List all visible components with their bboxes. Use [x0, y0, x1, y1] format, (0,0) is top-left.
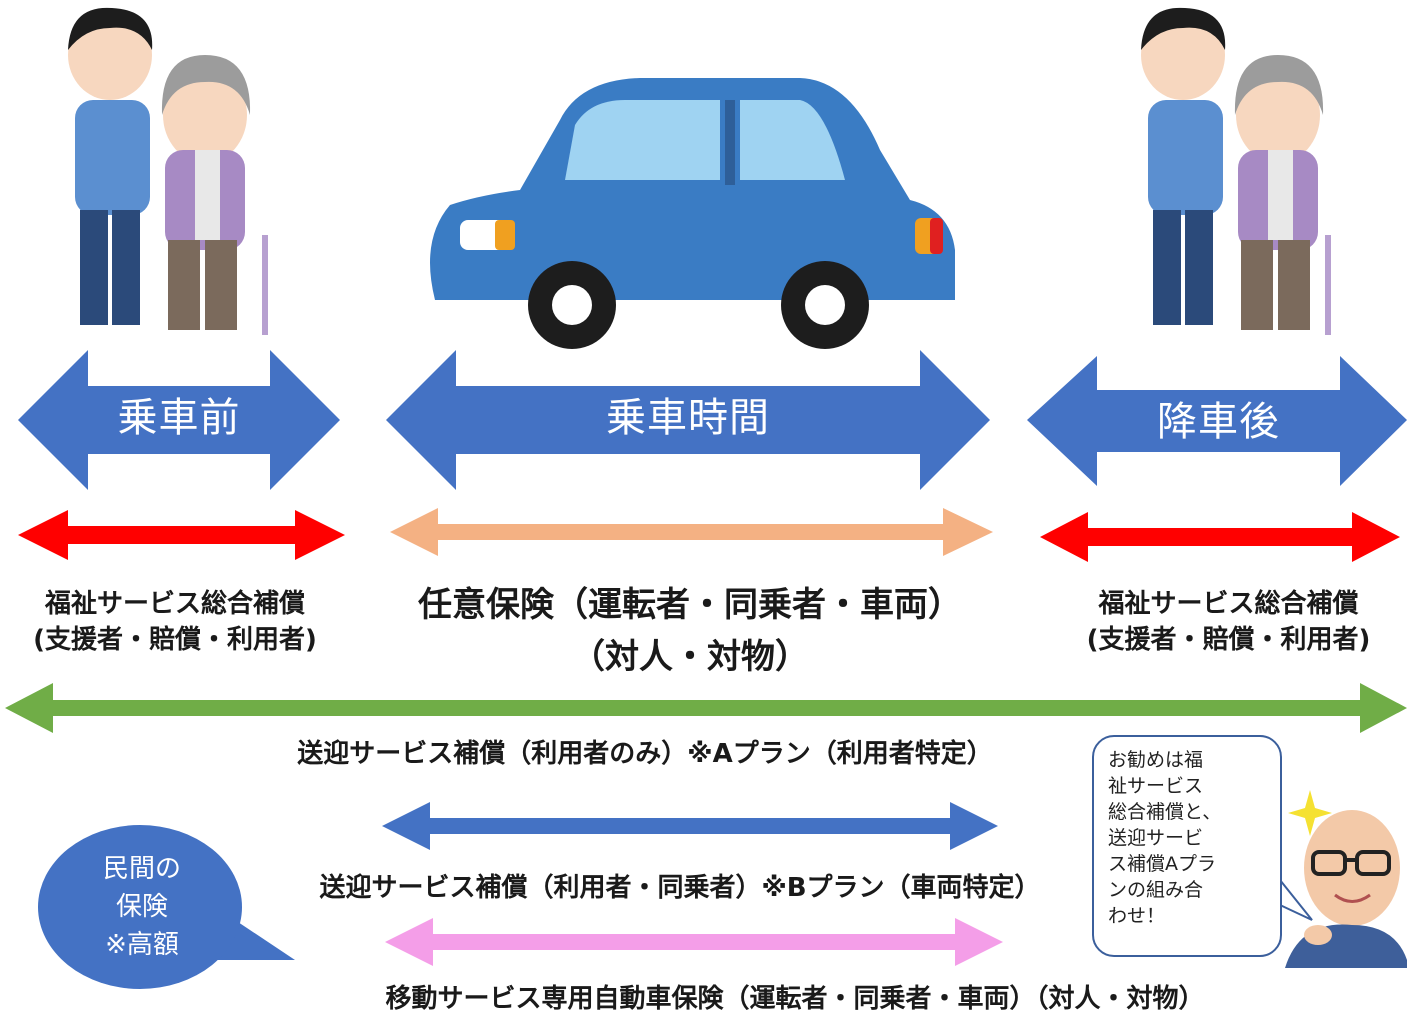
coverage-center-line2: （対人・対物） — [571, 637, 809, 677]
recommendation-callout: お勧めは福 祉サービス 総合補償と、 送迎サービ ス補償Aプラ ンの組み合 わせ… — [1092, 735, 1282, 957]
bubble-text: 民間の 保険 ※高額 — [62, 850, 222, 964]
red-double-arrow-left — [18, 510, 345, 560]
caregiver-elderly-illustration-left — [68, 7, 268, 335]
green-double-arrow-full — [5, 683, 1407, 733]
phase-label-before: 乗車前 — [117, 395, 241, 441]
recommendation-line-7: わせ！ — [1108, 905, 1166, 927]
recommendation-line-2: 祉サービス — [1108, 775, 1204, 797]
phase-arrow-after — [1027, 356, 1407, 486]
plan-a-label: 送迎サービス補償（利用者のみ）※Aプラン（利用者特定） — [297, 739, 993, 769]
recommendation-line-1: お勧めは福 — [1108, 749, 1204, 771]
callout-tail — [1279, 879, 1313, 921]
blue-double-arrow-plan-b — [382, 802, 998, 850]
coverage-left-line1: 福祉サービス総合補償 — [44, 589, 305, 619]
coverage-right-line1: 福祉サービス総合補償 — [1098, 589, 1359, 619]
dedicated-insurance-label: 移動サービス専用自動車保険（運転者・同乗者・車両）（対人・対物） — [385, 984, 1205, 1014]
peach-double-arrow-center — [390, 508, 993, 556]
caregiver-elderly-illustration-right — [1141, 7, 1331, 335]
phase-arrow-before — [18, 350, 340, 490]
recommendation-line-4: 送迎サービ — [1108, 827, 1204, 849]
bubble-line-2: 保険 — [115, 892, 168, 922]
phase-arrow-during — [386, 350, 990, 490]
red-double-arrow-right — [1040, 512, 1400, 562]
coverage-center-line1: 任意保険（運転者・同乗者・車両） — [418, 585, 962, 625]
plan-b-label: 送迎サービス補償（利用者・同乗者）※Bプラン（車両特定） — [319, 873, 1041, 903]
phase-label-during: 乗車時間 — [606, 395, 770, 441]
recommendation-line-3: 総合補償と、 — [1108, 801, 1222, 823]
sparkle-icon — [1288, 790, 1332, 836]
advisor-portrait — [1285, 810, 1407, 968]
bubble-line-3: ※高額 — [105, 930, 179, 960]
speech-bubble-private-insurance — [38, 825, 295, 989]
pink-double-arrow-dedicated — [385, 918, 1003, 966]
car-illustration — [430, 78, 955, 349]
recommendation-line-6: ンの組み合 — [1108, 879, 1204, 901]
coverage-right-line2: (支援者・賠償・利用者) — [1086, 625, 1371, 655]
coverage-left-line2: (支援者・賠償・利用者) — [33, 625, 317, 655]
bubble-line-1: 民間の — [102, 854, 181, 884]
phase-label-after: 降車後 — [1157, 399, 1280, 445]
recommendation-line-5: ス補償Aプラ — [1108, 853, 1216, 875]
